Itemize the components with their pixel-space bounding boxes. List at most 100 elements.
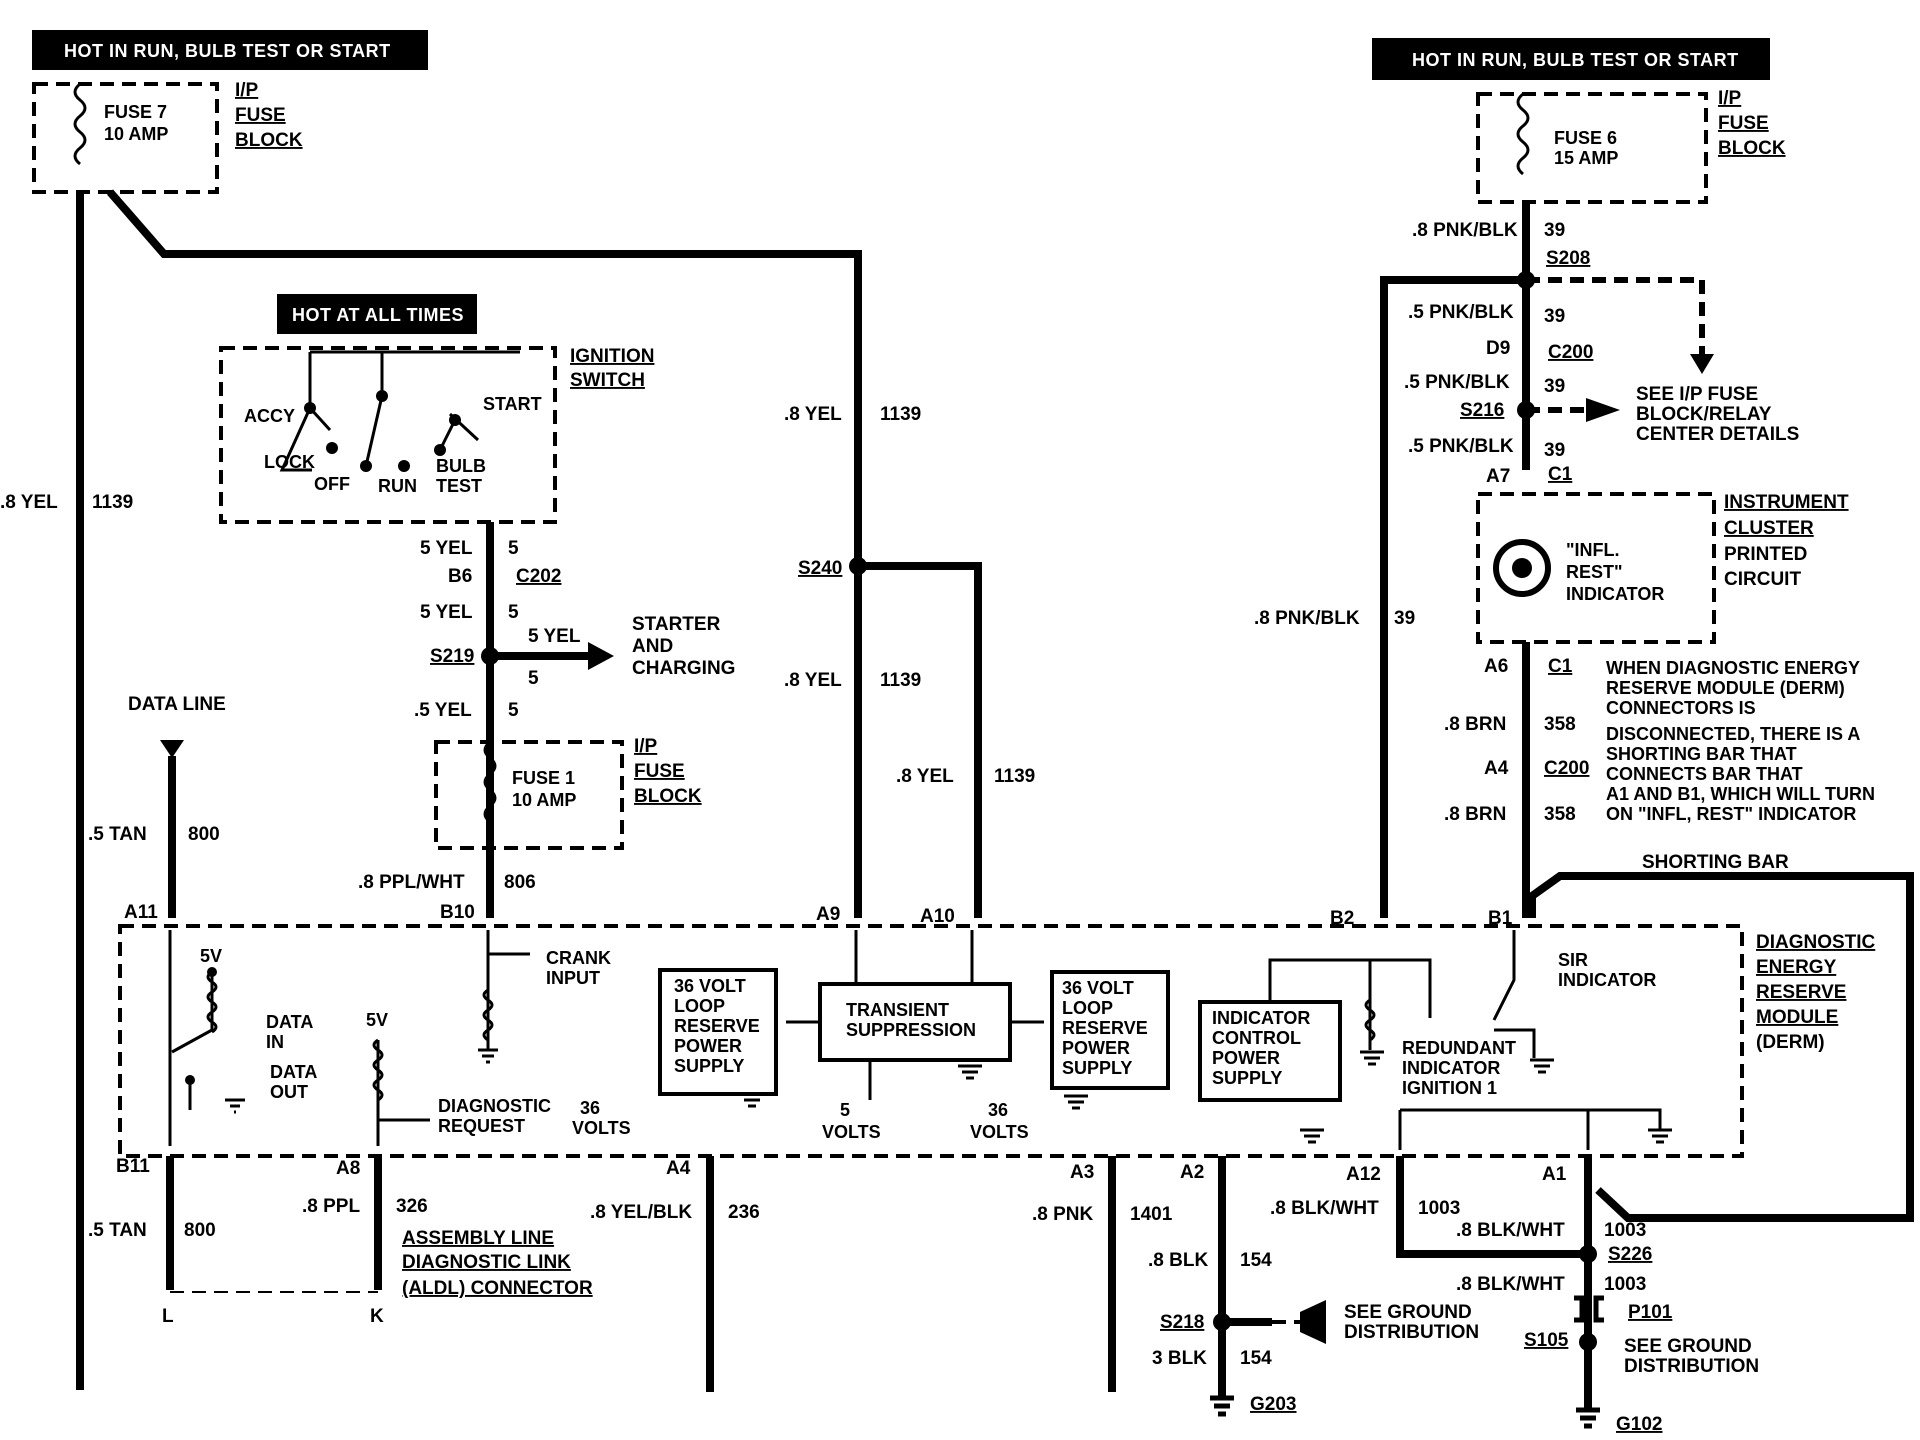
instrument-cluster: "INFL. REST" INDICATOR INSTRUMENT CLUSTE… bbox=[1476, 492, 1849, 644]
svg-text:154: 154 bbox=[1240, 1250, 1272, 1271]
svg-text:K: K bbox=[370, 1306, 384, 1327]
svg-text:START: START bbox=[483, 394, 542, 414]
svg-text:.8 PPL/WHT: .8 PPL/WHT bbox=[358, 872, 465, 893]
svg-text:S105: S105 bbox=[1524, 1330, 1569, 1351]
svg-text:BULB: BULB bbox=[436, 456, 486, 476]
svg-text:I/P: I/P bbox=[235, 80, 259, 101]
svg-text:FUSE: FUSE bbox=[1718, 113, 1769, 134]
svg-text:POWER: POWER bbox=[1212, 1048, 1280, 1068]
svg-text:PRINTED: PRINTED bbox=[1724, 544, 1807, 565]
svg-text:358: 358 bbox=[1544, 714, 1576, 735]
svg-text:S226: S226 bbox=[1608, 1244, 1652, 1265]
svg-text:800: 800 bbox=[188, 824, 220, 845]
svg-text:5: 5 bbox=[528, 668, 539, 689]
svg-text:BLOCK: BLOCK bbox=[634, 786, 702, 807]
svg-text:L: L bbox=[162, 1306, 174, 1327]
svg-text:FUSE: FUSE bbox=[235, 105, 286, 126]
svg-text:5: 5 bbox=[508, 538, 519, 559]
svg-text:5 YEL: 5 YEL bbox=[420, 538, 473, 559]
svg-text:B11: B11 bbox=[116, 1156, 150, 1177]
svg-text:STARTER: STARTER bbox=[632, 614, 721, 635]
svg-text:"INFL.: "INFL. bbox=[1566, 540, 1620, 560]
svg-text:A11: A11 bbox=[124, 902, 158, 923]
svg-text:10 AMP: 10 AMP bbox=[104, 124, 168, 144]
svg-text:.8 BRN: .8 BRN bbox=[1444, 714, 1506, 735]
svg-text:.5 TAN: .5 TAN bbox=[88, 824, 147, 845]
svg-text:.5 PNK/BLK: .5 PNK/BLK bbox=[1404, 372, 1510, 393]
svg-text:.8 YEL: .8 YEL bbox=[784, 404, 842, 425]
svg-text:5V: 5V bbox=[200, 946, 222, 966]
svg-text:VOLTS: VOLTS bbox=[822, 1122, 881, 1142]
svg-text:DATA: DATA bbox=[270, 1062, 317, 1082]
svg-text:I/P: I/P bbox=[1718, 88, 1742, 109]
svg-text:CONNECTS BAR THAT: CONNECTS BAR THAT bbox=[1606, 764, 1803, 784]
svg-text:A10: A10 bbox=[920, 906, 955, 927]
svg-text:LOCK: LOCK bbox=[264, 452, 315, 472]
svg-text:LOOP: LOOP bbox=[674, 996, 725, 1016]
fuse1-block: FUSE 1 10 AMP I/P FUSE BLOCK bbox=[434, 736, 702, 850]
svg-text:.8 PNK: .8 PNK bbox=[1032, 1204, 1094, 1225]
svg-text:1139: 1139 bbox=[880, 404, 921, 425]
svg-text:SUPPLY: SUPPLY bbox=[674, 1056, 744, 1076]
svg-text:SHORTING BAR: SHORTING BAR bbox=[1642, 852, 1789, 873]
svg-text:RESERVE: RESERVE bbox=[674, 1016, 760, 1036]
svg-text:G203: G203 bbox=[1250, 1394, 1296, 1415]
svg-text:S240: S240 bbox=[798, 558, 842, 579]
svg-text:HOT AT ALL TIMES: HOT AT ALL TIMES bbox=[292, 305, 464, 325]
svg-text:S218: S218 bbox=[1160, 1312, 1204, 1333]
svg-text:.8 YEL: .8 YEL bbox=[896, 766, 954, 787]
svg-text:1003: 1003 bbox=[1604, 1220, 1646, 1241]
svg-text:DIAGNOSTIC: DIAGNOSTIC bbox=[1756, 932, 1876, 953]
svg-text:REQUEST: REQUEST bbox=[438, 1116, 525, 1136]
svg-text:S219: S219 bbox=[430, 646, 474, 667]
svg-text:OUT: OUT bbox=[270, 1082, 308, 1102]
svg-text:ON "INFL, REST" INDICATOR: ON "INFL, REST" INDICATOR bbox=[1606, 804, 1856, 824]
svg-text:DIAGNOSTIC LINK: DIAGNOSTIC LINK bbox=[402, 1252, 571, 1273]
svg-text:.8 PNK/BLK: .8 PNK/BLK bbox=[1254, 608, 1360, 629]
svg-text:REST": REST" bbox=[1566, 562, 1623, 582]
svg-text:DIAGNOSTIC: DIAGNOSTIC bbox=[438, 1096, 551, 1116]
header-fuse7: HOT IN RUN, BULB TEST OR START bbox=[32, 30, 428, 70]
svg-text:HOT IN RUN, BULB TEST OR START: HOT IN RUN, BULB TEST OR START bbox=[64, 41, 391, 61]
svg-text:A3: A3 bbox=[1070, 1162, 1094, 1183]
svg-text:ACCY: ACCY bbox=[244, 406, 295, 426]
svg-text:SEE GROUND: SEE GROUND bbox=[1344, 1302, 1472, 1323]
svg-text:I/P: I/P bbox=[634, 736, 658, 757]
svg-text:39: 39 bbox=[1394, 608, 1415, 629]
connector-labels: B6 C202 S219 S240 S208 D9 C200 S216 A7 C… bbox=[116, 248, 1673, 1435]
svg-text:.5 PNK/BLK: .5 PNK/BLK bbox=[1408, 302, 1514, 323]
svg-text:154: 154 bbox=[1240, 1348, 1272, 1369]
svg-text:1139: 1139 bbox=[92, 492, 133, 513]
svg-text:B10: B10 bbox=[440, 902, 475, 923]
ignition-switch: START ACCY LOCK OFF RUN BULB TEST IGNITI… bbox=[219, 346, 654, 524]
svg-text:MODULE: MODULE bbox=[1756, 1007, 1838, 1028]
svg-text:D9: D9 bbox=[1486, 338, 1510, 359]
svg-text:VOLTS: VOLTS bbox=[572, 1118, 631, 1138]
svg-text:INDICATOR: INDICATOR bbox=[1212, 1008, 1310, 1028]
svg-text:39: 39 bbox=[1544, 220, 1565, 241]
svg-text:5 YEL: 5 YEL bbox=[528, 626, 581, 647]
svg-text:RESERVE: RESERVE bbox=[1062, 1018, 1148, 1038]
svg-text:INDICATOR: INDICATOR bbox=[1566, 584, 1664, 604]
svg-text:RUN: RUN bbox=[378, 476, 417, 496]
svg-text:39: 39 bbox=[1544, 440, 1565, 461]
svg-text:CLUSTER: CLUSTER bbox=[1724, 518, 1814, 539]
svg-text:CONNECTORS IS: CONNECTORS IS bbox=[1606, 698, 1756, 718]
annotations: STARTER AND CHARGING DATA LINE SEE I/P F… bbox=[128, 384, 1875, 1377]
svg-text:(DERM): (DERM) bbox=[1756, 1032, 1825, 1053]
svg-text:1139: 1139 bbox=[994, 766, 1035, 787]
svg-text:CONTROL: CONTROL bbox=[1212, 1028, 1301, 1048]
svg-text:36 VOLT: 36 VOLT bbox=[1062, 978, 1134, 998]
svg-text:A1 AND B1, WHICH WILL TURN: A1 AND B1, WHICH WILL TURN bbox=[1606, 784, 1875, 804]
svg-text:FUSE 6: FUSE 6 bbox=[1554, 128, 1617, 148]
svg-text:SIR: SIR bbox=[1558, 950, 1588, 970]
svg-text:BLOCK/RELAY: BLOCK/RELAY bbox=[1636, 404, 1772, 425]
svg-text:S216: S216 bbox=[1460, 400, 1504, 421]
svg-text:INPUT: INPUT bbox=[546, 968, 600, 988]
svg-text:B2: B2 bbox=[1330, 908, 1354, 929]
svg-text:.8 BRN: .8 BRN bbox=[1444, 804, 1506, 825]
svg-text:CRANK: CRANK bbox=[546, 948, 611, 968]
svg-text:1401: 1401 bbox=[1130, 1204, 1173, 1225]
svg-text:C202: C202 bbox=[516, 566, 561, 587]
svg-text:FUSE 7: FUSE 7 bbox=[104, 102, 167, 122]
